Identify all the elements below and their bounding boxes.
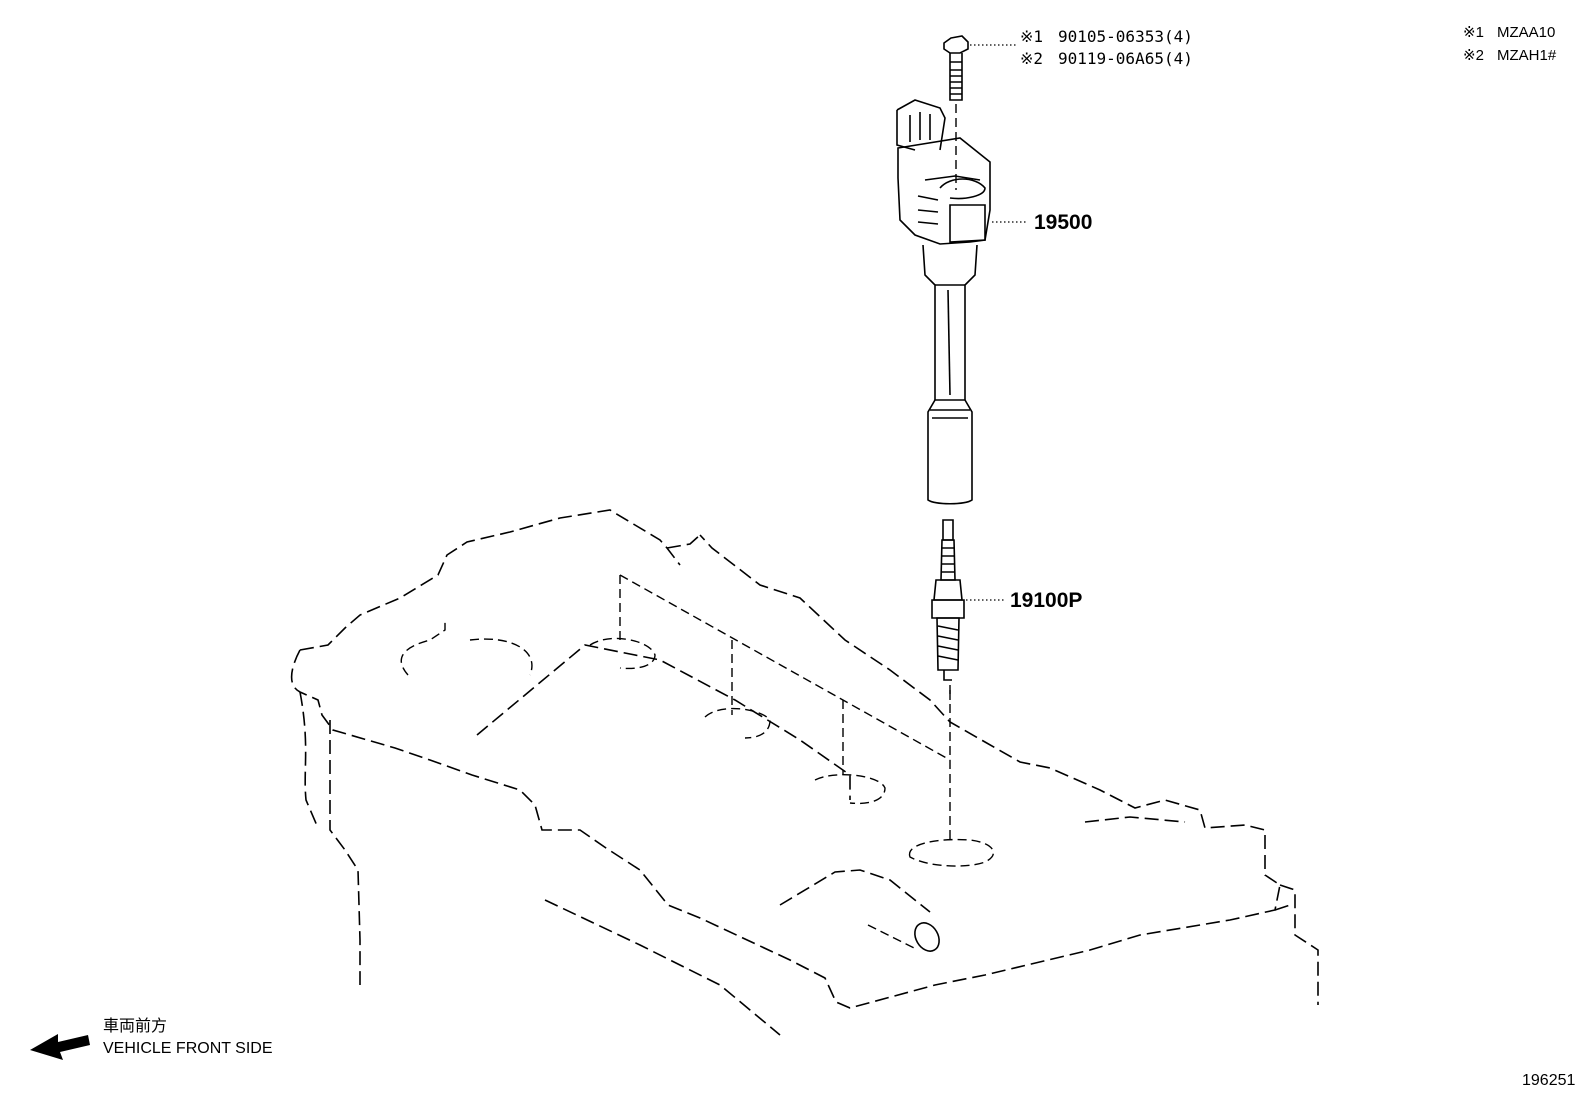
variant-1-mark: ※1 [1463,24,1484,41]
bolt-callout-line-1-part: 90105-06353(4) [1058,27,1193,46]
variant-1-model: MZAA10 [1497,24,1555,41]
bolt-callout-line-1-mark: ※1 [1020,27,1043,46]
ignition-coil [896,99,991,505]
variant-legend: ※1 MZAA10 ※2 MZAH1# [1463,24,1557,64]
bolt-callout-line-2-mark: ※2 [1020,49,1043,68]
front-direction-indicator: 車両前方 VEHICLE FRONT SIDE [30,1017,273,1060]
illustration-number: 196251 [1522,1072,1575,1089]
front-arrow-icon [30,1034,90,1060]
bolt [943,35,1016,190]
variant-2-model: MZAH1# [1497,47,1557,64]
engine-head-outline [290,509,1319,1036]
front-side-label-japanese: 車両前方 [103,1017,167,1035]
variant-2-mark: ※2 [1463,47,1484,64]
front-side-label-english: VEHICLE FRONT SIDE [103,1040,273,1057]
part-label-ignition-coil[interactable]: 19500 [1034,211,1092,234]
part-label-spark-plug[interactable]: 19100P [1010,589,1082,612]
bolt-callout-line-2-part: 90119-06A65(4) [1058,49,1193,68]
spark-plug [931,519,965,700]
bolt-callout: ※1 90105-06353(4) ※2 90119-06A65(4) [1020,27,1193,68]
